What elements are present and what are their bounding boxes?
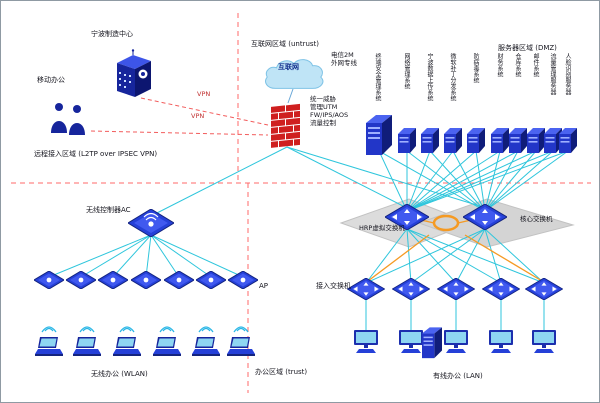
server-label: 终端安全管理系统	[374, 53, 381, 101]
wlan-laptop-icon	[227, 337, 255, 356]
access-switch-icon	[482, 278, 520, 300]
server-icon	[509, 128, 527, 153]
lan-desktop-icon	[399, 330, 423, 353]
wifi-signal-icon	[79, 326, 95, 333]
access-switch-icon	[525, 278, 563, 300]
server-label: 流量管理服务器	[549, 53, 556, 95]
wlan-laptop-icon	[153, 337, 181, 356]
server-label: 人脸识别服务器	[564, 53, 571, 95]
hrp-orange-links	[367, 214, 543, 282]
trust-zone-label: 办公区域 (trust)	[255, 368, 308, 376]
wifi-signal-icon	[41, 326, 57, 333]
hrp-switch-label: HRP虚拟交换机	[359, 224, 405, 232]
utm-label: 统一威胁 管理UTM FW/IPS/AOS 流量控制	[310, 95, 349, 128]
server-icon	[467, 128, 485, 153]
ap-icon	[66, 271, 96, 289]
core-switch-label: 核心交换机	[520, 215, 553, 223]
server-icon	[398, 128, 416, 153]
lan-zone-label: 有线办公 (LAN)	[433, 372, 483, 380]
wan-link-label: 电信2M 外网专线	[331, 51, 357, 68]
access-switch-icon	[347, 278, 385, 300]
ap-icon	[164, 271, 194, 289]
server-icon	[366, 115, 392, 155]
server-icon	[559, 128, 577, 153]
zone-boundary-lines	[11, 13, 591, 393]
vpn-dashed-links	[90, 97, 269, 136]
lan-desktop-icon	[444, 330, 468, 353]
hq-label: 宁波制造中心	[91, 30, 133, 38]
dmz-zone-label: 服务器区域 (DMZ)	[498, 44, 557, 52]
access-switch-label: 接入交换机	[316, 282, 351, 290]
wlan-zone-label: 无线办公 (WLAN)	[91, 370, 148, 378]
lan-desktop-icon	[489, 330, 513, 353]
internet-zone-label: 互联网区域 (untrust)	[251, 40, 320, 48]
wlan-laptop-icon	[73, 337, 101, 356]
utm-firewall-icon	[271, 103, 300, 148]
access-switch-icon	[437, 278, 475, 300]
hq-building-icon	[116, 49, 152, 98]
wireless-controller-icon	[128, 209, 174, 237]
server-icon	[444, 128, 462, 153]
ap-icon	[34, 271, 64, 289]
wifi-signal-icon	[119, 326, 135, 333]
server-label: 防病毒系统	[472, 53, 479, 83]
wlan-laptop-icon	[113, 337, 141, 356]
wireless-controller-label: 无线控制器AC	[86, 206, 131, 214]
server-label: 宁波数据上传系统	[426, 53, 433, 101]
lan-desktop-icon	[354, 330, 378, 353]
server-label: 财务系统	[496, 53, 503, 77]
server-icon	[491, 128, 509, 153]
ap-icon	[131, 271, 161, 289]
mobile-office-people-icon	[51, 103, 85, 135]
mobile-office-label: 移动办公	[37, 76, 65, 84]
wlan-laptop-icon	[35, 337, 63, 356]
internet-cloud-label: 互联网	[278, 63, 299, 71]
wlan-laptop-icon	[192, 337, 220, 356]
wifi-signal-icon	[198, 326, 214, 333]
wifi-signal-icon	[159, 326, 175, 333]
wifi-signal-icon	[233, 326, 249, 333]
server-label: 微软补丁分发系统	[449, 53, 456, 101]
network-links	[48, 88, 569, 331]
server-label: 邮件系统	[532, 53, 539, 77]
server-icon	[421, 128, 439, 153]
server-label: 网络管理系统	[403, 53, 410, 89]
lan-pc-tower-icon	[422, 327, 442, 359]
vpn-label-a: VPN	[197, 90, 211, 98]
ap-icon	[98, 271, 128, 289]
server-icon	[527, 128, 545, 153]
ap-icon	[196, 271, 226, 289]
lan-desktop-icon	[532, 330, 556, 353]
ap-icon	[228, 271, 258, 289]
remote-zone-label: 远程接入区域 (L2TP over IPSEC VPN)	[34, 150, 158, 158]
access-switch-icon	[392, 278, 430, 300]
ap-label: AP	[259, 282, 269, 290]
vpn-label-b: VPN	[191, 112, 205, 120]
server-label: 仓库系统	[514, 53, 521, 77]
